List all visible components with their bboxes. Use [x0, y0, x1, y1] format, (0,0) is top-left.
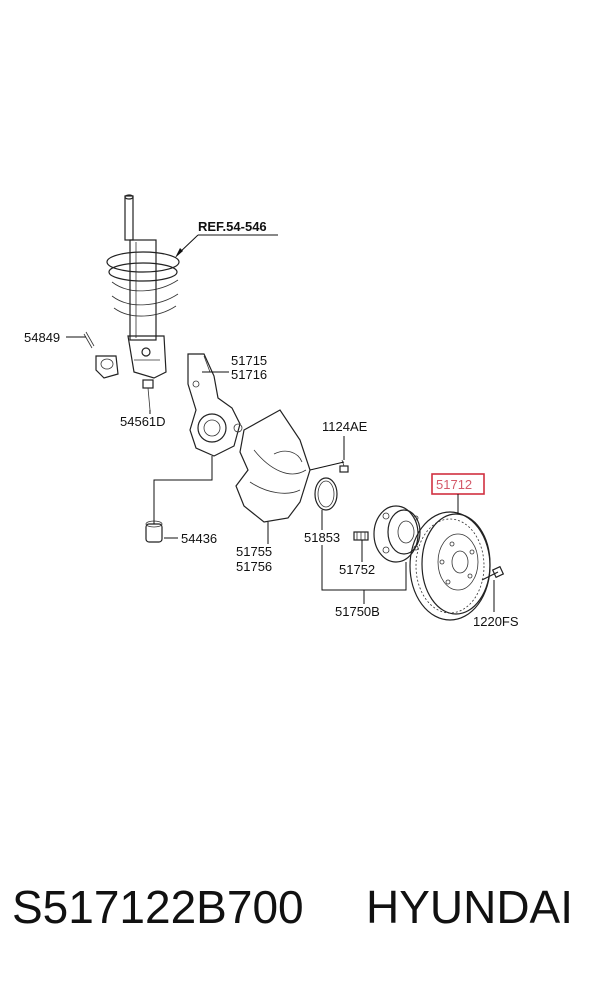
part-number: S517122B700	[12, 881, 304, 933]
callout-51750b: 51750B	[335, 604, 380, 619]
wheel-hub-drawing	[373, 505, 421, 563]
callout-51712: 51712	[436, 477, 472, 492]
steering-knuckle-drawing	[187, 353, 243, 457]
callout-54849: 54849	[24, 330, 60, 345]
callout-1124ae: 1124AE	[322, 419, 368, 434]
ref-arrowhead	[175, 248, 183, 258]
callout-51853: 51853	[304, 530, 340, 545]
callout-51756: 51756	[236, 559, 272, 574]
leader-bushing-to-knuckle	[153, 456, 213, 524]
knuckle-bolt-drawing	[142, 379, 154, 411]
footer-caption: S517122B700 HYUNDAI	[0, 880, 600, 950]
callout-51755: 51755	[236, 544, 272, 559]
dust-cover-drawing	[235, 409, 311, 523]
ref-label: REF.54-546	[198, 219, 267, 234]
callout-54561d: 54561D	[120, 414, 166, 429]
wheel-bolt-drawing	[481, 565, 505, 581]
screw-1124ae-drawing	[339, 459, 349, 473]
callout-51716: 51716	[231, 367, 267, 382]
callout-1220fs: 1220FS	[473, 614, 519, 629]
strut-assembly-drawing	[106, 194, 180, 379]
callout-51752: 51752	[339, 562, 375, 577]
hub-bolt-drawing	[353, 531, 369, 541]
bushing-drawing	[145, 520, 163, 543]
brand-name: HYUNDAI	[366, 881, 574, 933]
callout-54436: 54436	[181, 531, 217, 546]
callout-51715: 51715	[231, 353, 267, 368]
leader-1124ae-to-cover	[309, 461, 345, 471]
stabilizer-link-drawing	[83, 331, 119, 379]
snap-ring-drawing	[314, 477, 338, 511]
brake-disc-drawing	[409, 511, 491, 621]
